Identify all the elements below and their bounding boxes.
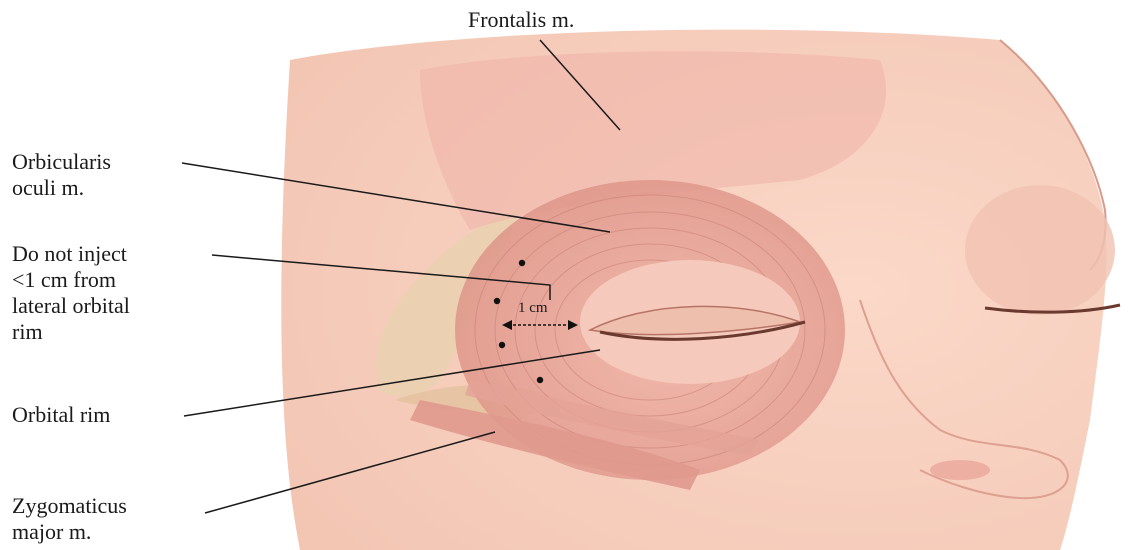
- measurement-label: 1 cm: [518, 300, 548, 317]
- zygomaticus-label-line2: major m.: [12, 520, 91, 544]
- zygomaticus-label-line1: Zygomaticus: [12, 494, 127, 518]
- orbicularis-label-line1: Orbicularis: [12, 150, 111, 174]
- orbicularis-label-line2: oculi m.: [12, 176, 84, 200]
- do-not-inject-line3: lateral orbital: [12, 294, 130, 318]
- right-eye-socket: [965, 185, 1115, 315]
- nostril: [930, 460, 990, 480]
- injection-dot: [537, 377, 543, 383]
- injection-dot: [499, 342, 505, 348]
- frontalis-label: Frontalis m.: [468, 8, 574, 32]
- orbital-rim-label: Orbital rim: [12, 403, 110, 427]
- injection-dot: [519, 260, 525, 266]
- do-not-inject-line2: <1 cm from: [12, 268, 116, 292]
- injection-dot: [494, 298, 500, 304]
- do-not-inject-line4: rim: [12, 320, 43, 344]
- do-not-inject-line1: Do not inject: [12, 242, 127, 266]
